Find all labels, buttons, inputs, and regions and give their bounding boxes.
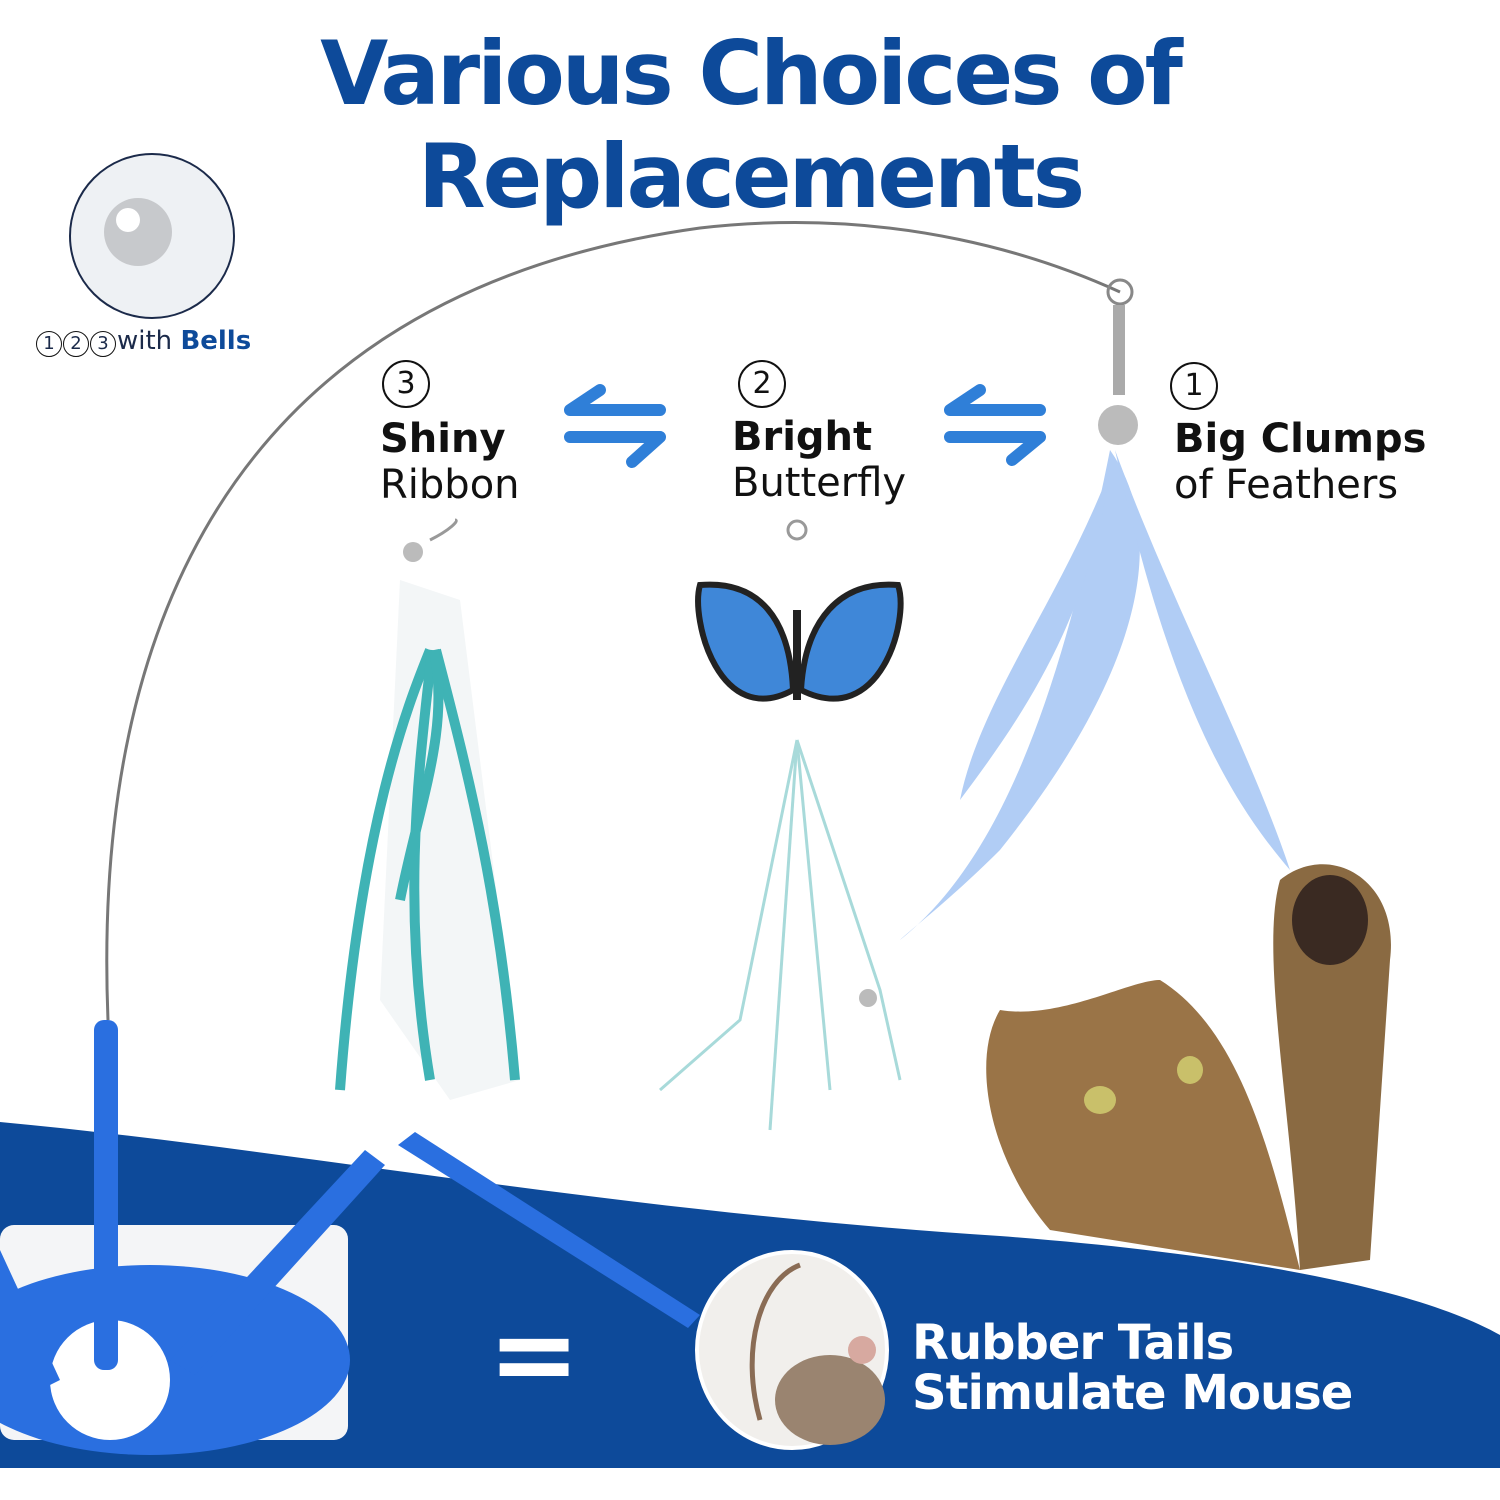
- option-text: Butterfly: [732, 460, 907, 506]
- equals-sign: =: [488, 1290, 581, 1418]
- caption-line-2: Stimulate Mouse: [912, 1365, 1353, 1421]
- swap-arrows-icon: [564, 384, 666, 468]
- option-text: Ribbon: [380, 462, 520, 508]
- option-bold: Big Clumps: [1174, 416, 1427, 462]
- option-number-1: 1: [1170, 362, 1218, 410]
- toy-pole: [94, 1020, 118, 1370]
- bells-emphasis: Bells: [180, 326, 252, 356]
- rubber-tails-caption: Rubber Tails Stimulate Mouse: [912, 1315, 1353, 1421]
- bells-text: with: [117, 326, 173, 356]
- option-bold: Bright: [732, 414, 873, 460]
- swap-arrows-icon: [944, 384, 1046, 466]
- number-badge: 1: [36, 331, 62, 357]
- wand-wire: [105, 221, 1121, 1021]
- number-badge: 3: [90, 331, 116, 357]
- feathers-image: [900, 450, 1290, 940]
- page-title: Various Choices of Replacements: [320, 22, 1183, 228]
- wire-ring: [1106, 278, 1134, 306]
- number-badge: 2: [63, 331, 89, 357]
- butterfly-image: [659, 519, 904, 1131]
- option-number-2: 2: [738, 360, 786, 408]
- ribbon-image: [335, 518, 520, 1100]
- caption-line-1: Rubber Tails: [912, 1315, 1234, 1371]
- rubber-tail: [398, 1132, 700, 1328]
- option-text: of Feathers: [1174, 462, 1399, 508]
- option-bold: Shiny: [380, 416, 506, 462]
- cat-image: [986, 864, 1391, 1270]
- option-number-3: 3: [382, 360, 430, 408]
- bell-icon: [1098, 405, 1138, 445]
